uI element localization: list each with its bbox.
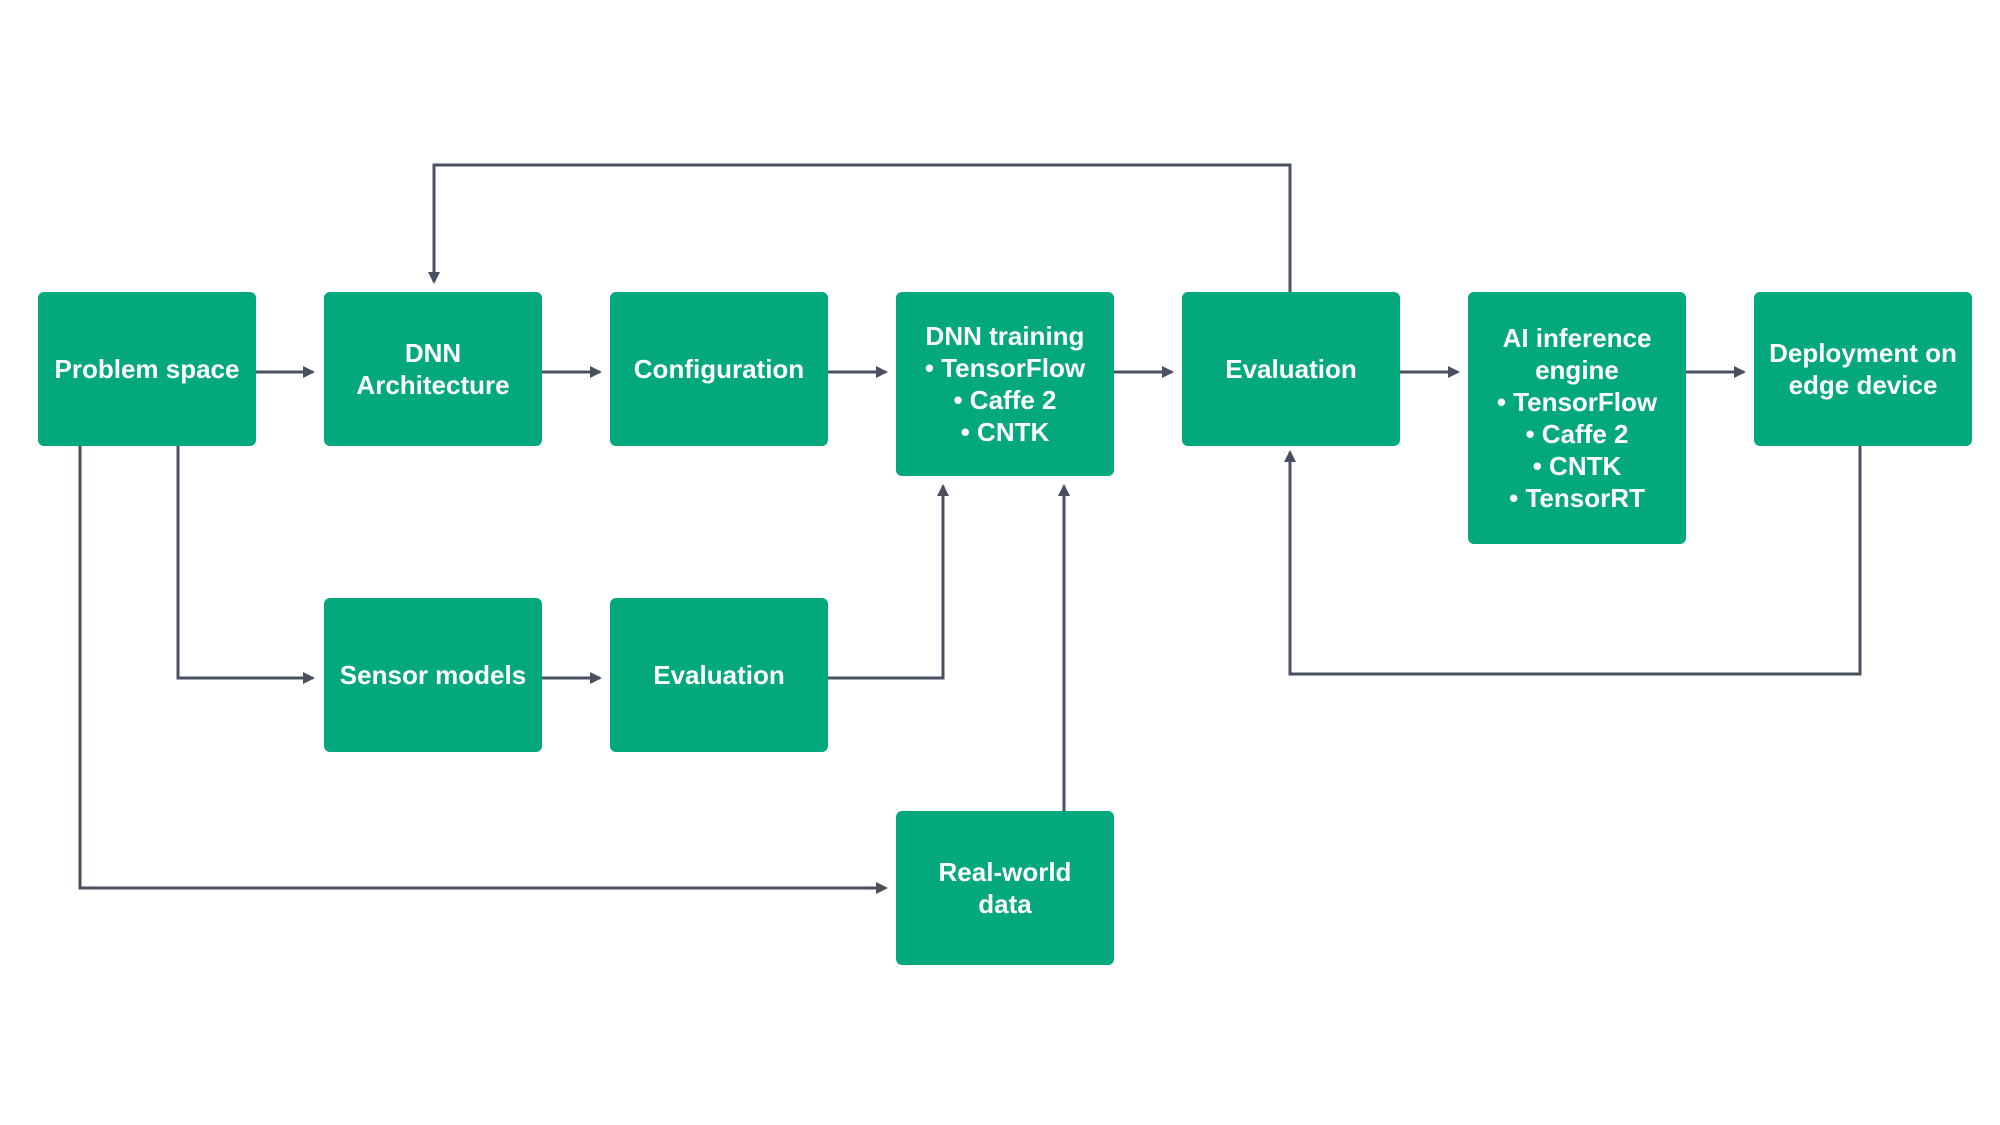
node-label: Architecture xyxy=(356,370,510,400)
node-label: Deployment on xyxy=(1769,338,1957,368)
node-evaluation-sensor: Evaluation xyxy=(610,598,828,752)
framework-item: CNTK xyxy=(925,416,1085,448)
inference-engine-item: Caffe 2 xyxy=(1497,418,1657,450)
edge-sensor-evaluation-to-dnn-training xyxy=(828,484,949,680)
node-evaluation-main: Evaluation xyxy=(1182,292,1400,446)
framework-item: TensorFlow xyxy=(925,352,1085,384)
edge-evaluation-feedback-to-dnn-architecture xyxy=(428,163,1292,292)
node-label: Evaluation xyxy=(653,660,785,690)
node-real-world-data: Real-world data xyxy=(896,811,1114,965)
inference-engine-item: CNTK xyxy=(1497,450,1657,482)
edge-deployment-feedback-to-evaluation xyxy=(1284,446,1862,676)
node-dnn-architecture: DNN Architecture xyxy=(324,292,542,446)
node-label: DNN xyxy=(404,338,462,368)
node-title: DNN training xyxy=(925,321,1085,351)
inference-engine-item: TensorRT xyxy=(1497,482,1657,514)
node-label: Real-world xyxy=(938,857,1072,887)
edge-problem-space-to-real-world-data xyxy=(78,446,888,894)
framework-item: Caffe 2 xyxy=(925,384,1085,416)
edge-problem-space-to-sensor-models xyxy=(176,446,315,684)
framework-list: TensorFlow Caffe 2 CNTK xyxy=(925,352,1085,448)
node-dnn-training: DNN training TensorFlow Caffe 2 CNTK xyxy=(896,292,1114,476)
node-title: AI inference xyxy=(1502,323,1652,353)
node-label: Configuration xyxy=(633,354,805,384)
inference-engine-list: TensorFlow Caffe 2 CNTK TensorRT xyxy=(1497,386,1657,514)
node-label: edge device xyxy=(1788,370,1938,400)
node-label: Evaluation xyxy=(1225,354,1357,384)
node-deployment: Deployment on edge device xyxy=(1754,292,1972,446)
node-title: engine xyxy=(1535,355,1619,385)
node-configuration: Configuration xyxy=(610,292,828,446)
node-sensor-models: Sensor models xyxy=(324,598,542,752)
node-label: data xyxy=(978,889,1032,919)
inference-engine-item: TensorFlow xyxy=(1497,386,1657,418)
node-label: Sensor models xyxy=(339,660,527,690)
node-ai-inference-engine: AI inference engine TensorFlow Caffe 2 C… xyxy=(1468,292,1686,544)
node-label: Problem space xyxy=(54,354,240,384)
node-problem-space: Problem space xyxy=(38,292,256,446)
